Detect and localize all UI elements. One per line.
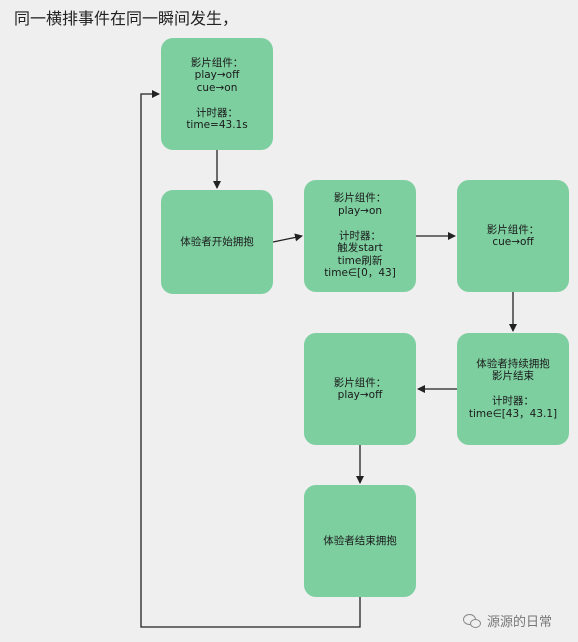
node-text: 影片组件： play→off cue→on 计时器： time=43.1s [186, 56, 248, 132]
node-text: 影片组件： play→on 计时器： 触发start time刷新 time∈[… [324, 192, 396, 280]
node-text: 影片组件： cue→off [486, 223, 540, 249]
node-film-play-timer-start: 影片组件： play→on 计时器： 触发start time刷新 time∈[… [304, 180, 416, 292]
watermark: 源源的日常 [462, 611, 552, 630]
node-hug-start: 体验者开始拥抱 [161, 190, 273, 294]
edge-n2-n3 [272, 233, 303, 243]
node-text: 体验者结束拥抱 [323, 534, 397, 547]
watermark-text: 源源的日常 [486, 615, 552, 630]
node-cue-off: 影片组件： cue→off [457, 180, 569, 292]
node-text: 影片组件： play→off [333, 376, 387, 402]
node-hug-end: 体验者结束拥抱 [304, 485, 416, 597]
wechat-icon [462, 613, 481, 628]
node-film-component-reset: 影片组件： play→off cue→on 计时器： time=43.1s [161, 38, 273, 150]
node-hug-continue-film-end: 体验者持续拥抱 影片结束 计时器： time∈[43，43.1] [457, 333, 569, 445]
diagram-heading: 同一横排事件在同一瞬间发生， [14, 9, 239, 28]
node-text: 体验者持续拥抱 影片结束 计时器： time∈[43，43.1] [468, 357, 558, 420]
node-text: 体验者开始拥抱 [180, 235, 254, 248]
node-play-off: 影片组件： play→off [304, 333, 416, 445]
